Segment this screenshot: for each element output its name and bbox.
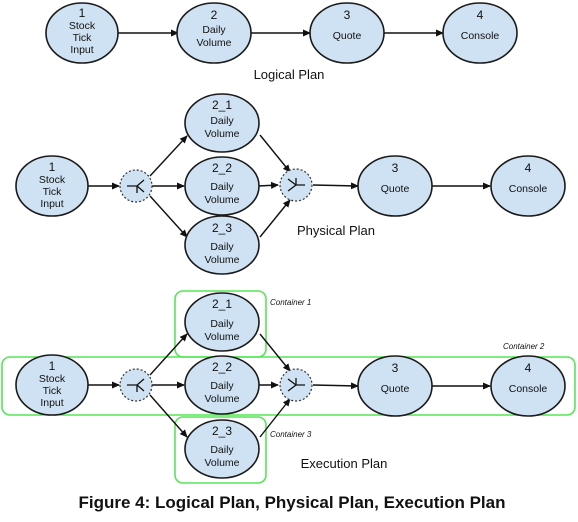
container-2-box (1, 356, 576, 416)
node-number: 4 (525, 361, 532, 375)
node-logical-daily-volume: 2 Daily Volume (176, 2, 252, 64)
node-line: Volume (204, 393, 239, 405)
node-logical-stock-tick-input: 1 Stock Tick Input (45, 2, 119, 64)
edge-execution-21-merge (259, 333, 291, 372)
container-3-label: Container 3 (270, 430, 312, 439)
node-line: Quote (381, 383, 410, 395)
merge-operator (279, 168, 313, 202)
logical-plan: 1 Stock Tick Input 2 Daily Volume 3 Quot… (45, 2, 518, 82)
node-number: 1 (49, 359, 56, 373)
node-line: Volume (204, 254, 239, 266)
node-line: Volume (196, 37, 231, 49)
node-execution-stock-tick-input: 1 Stock Tick Input (15, 354, 89, 416)
node-line: Stock (39, 373, 66, 385)
node-line: Volume (204, 457, 239, 469)
node-line: Volume (204, 128, 239, 140)
node-number: 3 (392, 161, 399, 175)
edge-physical-split-21 (149, 135, 188, 177)
logical-plan-label: Logical Plan (254, 67, 325, 82)
edge-physical-21-merge (259, 134, 291, 173)
node-number: 2_1 (212, 297, 232, 311)
node-logical-console: 4 Console (442, 2, 518, 64)
node-execution-daily-volume-2-2: 2_2 Daily Volume (184, 355, 260, 415)
node-physical-daily-volume-2-1: 2_1 Daily Volume (184, 93, 260, 153)
physical-plan-label: Physical Plan (297, 223, 375, 238)
node-number: 3 (344, 8, 351, 22)
node-line: Daily (210, 318, 234, 330)
node-line: Stock (69, 20, 96, 32)
node-number: 3 (392, 361, 399, 375)
container-2-label: Container 2 (503, 342, 545, 351)
node-line: Console (461, 30, 500, 42)
node-physical-quote: 3 Quote (357, 155, 433, 217)
edge-execution-split-23 (149, 394, 188, 438)
node-execution-daily-volume-2-1: 2_1 Daily Volume (184, 292, 260, 352)
edge-physical-23-merge (259, 199, 291, 238)
node-physical-daily-volume-2-3: 2_3 Daily Volume (184, 215, 260, 275)
figure-caption: Figure 4: Logical Plan, Physical Plan, E… (78, 493, 505, 512)
execution-plan-label: Execution Plan (301, 456, 388, 471)
node-line: Console (509, 183, 548, 195)
node-execution-console: 4 Console (490, 355, 566, 417)
node-number: 2_2 (212, 360, 232, 374)
node-number: 2 (211, 8, 218, 22)
edge-execution-split-21 (149, 333, 188, 376)
split-operator (119, 368, 153, 402)
split-operator (119, 169, 153, 203)
node-line: Input (70, 44, 93, 56)
node-line: Tick (73, 32, 93, 44)
node-line: Volume (204, 331, 239, 343)
physical-plan: 1 Stock Tick Input 2_1 Daily Volume 2_2 … (15, 93, 566, 275)
node-line: Quote (381, 183, 410, 195)
node-line: Volume (204, 194, 239, 206)
node-number: 2_1 (212, 98, 232, 112)
node-line: Daily (210, 181, 234, 193)
node-number: 1 (49, 160, 56, 174)
node-line: Quote (333, 30, 362, 42)
node-line: Tick (43, 385, 63, 397)
node-line: Daily (210, 241, 234, 253)
node-line: Daily (210, 444, 234, 456)
node-logical-quote: 3 Quote (309, 2, 385, 64)
node-physical-daily-volume-2-2: 2_2 Daily Volume (184, 156, 260, 216)
node-physical-stock-tick-input: 1 Stock Tick Input (15, 155, 89, 217)
node-line: Console (509, 383, 548, 395)
container-1-label: Container 1 (270, 298, 311, 307)
node-line: Daily (210, 380, 234, 392)
execution-plan: Container 1 Container 2 Container 3 1 St… (1, 290, 576, 484)
node-execution-quote: 3 Quote (357, 355, 433, 417)
node-number: 4 (477, 8, 484, 22)
node-line: Daily (202, 24, 226, 36)
node-number: 2_3 (212, 221, 232, 235)
node-physical-console: 4 Console (490, 155, 566, 217)
edge-physical-merge-3 (312, 182, 359, 190)
edge-physical-22-merge (257, 181, 279, 189)
node-line: Daily (210, 115, 234, 127)
node-line: Stock (39, 174, 66, 186)
node-line: Input (40, 397, 63, 409)
node-line: Input (40, 198, 63, 210)
merge-operator (279, 368, 313, 402)
edge-execution-merge-3 (312, 382, 359, 390)
node-execution-daily-volume-2-3: 2_3 Daily Volume (184, 419, 260, 479)
container-3-box (174, 416, 267, 484)
node-line: Tick (43, 186, 63, 198)
node-number: 4 (525, 161, 532, 175)
edge-execution-23-merge (259, 398, 291, 438)
node-number: 1 (79, 6, 86, 20)
edge-physical-split-23 (149, 195, 188, 238)
node-number: 2_2 (212, 161, 232, 175)
node-number: 2_3 (212, 424, 232, 438)
